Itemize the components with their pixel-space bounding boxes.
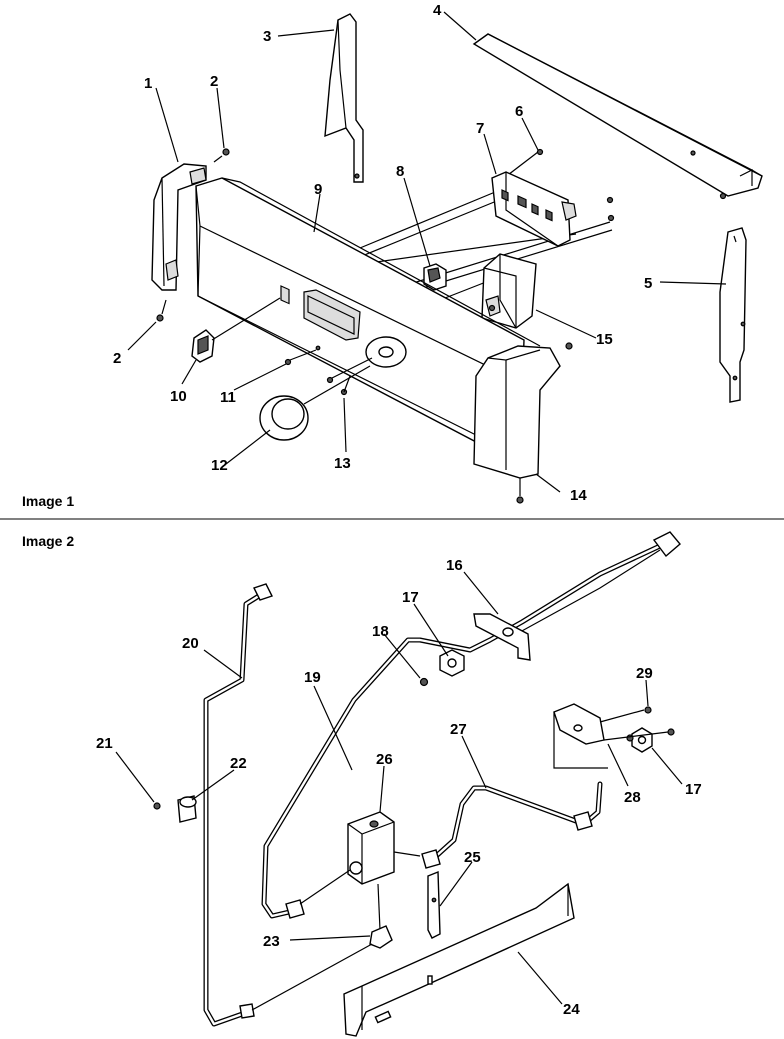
- callout-17-upper: 17: [402, 589, 419, 606]
- callout-14: 14: [570, 487, 587, 504]
- callout-22: 22: [230, 755, 247, 772]
- part-23-regulator: [251, 883, 393, 1011]
- part-12-knob: [259, 365, 371, 441]
- callout-13: 13: [334, 455, 351, 472]
- callout-21: 21: [96, 735, 113, 752]
- part-24-bottom-bracket: [343, 882, 575, 1037]
- callout-9: 9: [314, 181, 322, 198]
- part-16-bracket: [473, 613, 531, 661]
- part-1-left-end-cap: [151, 148, 230, 322]
- callout-10: 10: [170, 388, 187, 405]
- part-17-nut: [439, 649, 653, 753]
- callout-26: 26: [376, 751, 393, 768]
- image-1-caption: Image 1: [22, 493, 74, 509]
- image-1-leader-lines: [127, 11, 727, 493]
- callout-1: 1: [144, 75, 152, 92]
- part-19-tube: [261, 531, 681, 919]
- callout-19: 19: [304, 669, 321, 686]
- callout-7: 7: [476, 120, 484, 137]
- callout-18: 18: [372, 623, 389, 640]
- part-27-tube: [421, 781, 603, 869]
- callout-27: 27: [450, 721, 467, 738]
- image-1-assembly: 1 2 2 3 4 5 6 7 8 9 10 11 12 13 14 15 Im…: [22, 2, 763, 509]
- callout-20: 20: [182, 635, 199, 652]
- part-26-valve: [299, 811, 421, 905]
- image-2-leader-lines: [115, 571, 683, 1005]
- callout-17-lower: 17: [685, 781, 702, 798]
- callout-2-lower: 2: [113, 350, 121, 367]
- callout-25: 25: [464, 849, 481, 866]
- callout-16: 16: [446, 557, 463, 574]
- part-25-bracket: [427, 870, 441, 939]
- part-18-screw: [419, 677, 429, 687]
- callout-3: 3: [263, 28, 271, 45]
- part-7-switch-bracket: [491, 171, 577, 247]
- callout-12: 12: [211, 457, 228, 474]
- callout-8: 8: [396, 163, 404, 180]
- part-20-tube: [203, 583, 273, 1027]
- callout-28: 28: [624, 789, 641, 806]
- part-3-bracket: [324, 13, 364, 183]
- part-14-right-end-cap: [473, 342, 573, 504]
- callout-4: 4: [433, 2, 442, 19]
- part-21-screw: [153, 802, 161, 810]
- callout-6: 6: [515, 103, 523, 120]
- part-28-bracket: [553, 703, 675, 769]
- callout-29: 29: [636, 665, 653, 682]
- callout-24: 24: [563, 1001, 580, 1018]
- part-10-rocker-switch: [191, 297, 281, 363]
- image-2-assembly: Image 2: [22, 531, 702, 1037]
- part-11-13-screws: [284, 349, 373, 396]
- callout-15: 15: [596, 331, 613, 348]
- image-1-callouts: 1 2 2 3 4 5 6 7 8 9 10 11 12 13 14 15: [113, 2, 652, 504]
- part-15-module: [481, 253, 537, 329]
- callout-23: 23: [263, 933, 280, 950]
- callout-2-upper: 2: [210, 73, 218, 90]
- part-9-backguard-panel: [195, 177, 541, 447]
- image-2-caption: Image 2: [22, 533, 74, 549]
- callout-5: 5: [644, 275, 652, 292]
- part-22-clip: [177, 795, 197, 823]
- image-2-callouts: 16 17 17 18 19 20 21 22 23 24 25 26 27 2…: [96, 557, 702, 1018]
- callout-11: 11: [220, 389, 236, 406]
- part-5-side-bracket: [719, 227, 747, 403]
- part-4-top-trim: [472, 33, 763, 200]
- part-8-switch: [423, 263, 447, 291]
